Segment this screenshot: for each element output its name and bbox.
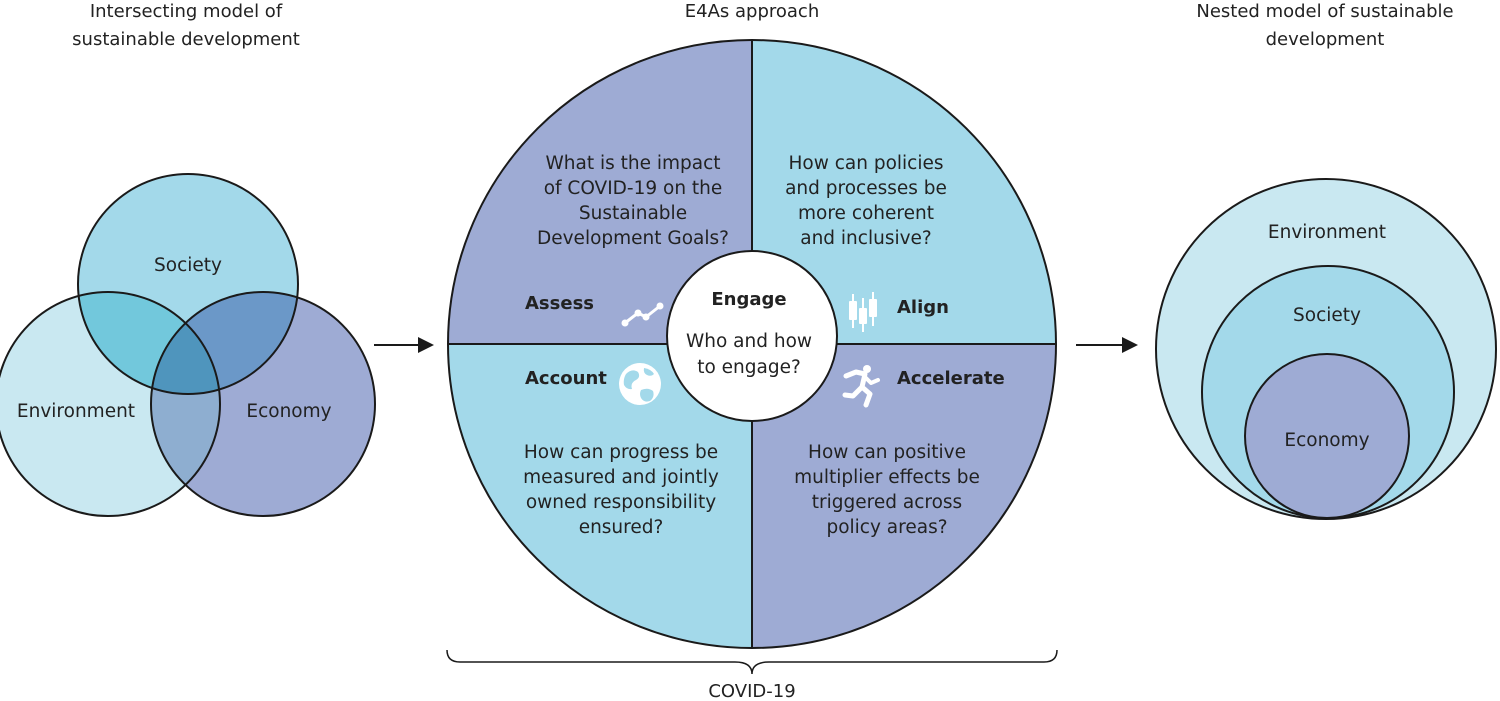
environment-label: Environment [17,401,135,422]
svg-text:multiplier effects be: multiplier effects be [794,467,980,488]
economy-label: Economy [246,401,331,422]
svg-text:Sustainable: Sustainable [579,203,687,224]
account-question: How can progress be measured and jointly… [523,442,719,538]
candlestick-icon [849,292,877,332]
svg-text:owned responsibility: owned responsibility [526,492,716,513]
engage-label: Engage [711,289,786,310]
align-label: Align [897,297,949,318]
right-title-line2: development [1266,29,1385,50]
svg-text:more coherent: more coherent [798,203,934,224]
account-label: Account [525,368,607,389]
engage-question-line1: Who and how [686,331,812,352]
svg-text:ensured?: ensured? [579,517,664,538]
big-circle-outline [447,39,1057,649]
accelerate-label: Accelerate [897,368,1005,389]
svg-text:and processes be: and processes be [785,178,947,199]
nested-model: Nested model of sustainable development … [1155,1,1497,520]
svg-text:measured and jointly: measured and jointly [523,467,719,488]
assess-question: What is the impact of COVID-19 on the Su… [537,153,729,249]
e4as-approach: E4As approach What is the impact of COVI… [446,1,1058,701]
svg-text:Development Goals?: Development Goals? [537,228,729,249]
svg-text:How can policies: How can policies [788,153,943,174]
nested-economy-label: Economy [1284,430,1369,451]
nested-society-label: Society [1293,305,1361,326]
economy-circle-outline [150,291,376,517]
svg-text:and inclusive?: and inclusive? [800,228,932,249]
align-question: How can policies and processes be more c… [785,153,947,249]
trend-line-icon [621,302,664,327]
right-title-line1: Nested model of sustainable [1196,1,1453,22]
overlap-society-environment [78,292,220,394]
left-title-line1: Intersecting model of [90,1,283,22]
covid-label: COVID-19 [708,681,795,701]
covid-bracket [446,649,1058,675]
intersecting-model: Intersecting model of sustainable develo… [0,1,376,517]
svg-text:policy areas?: policy areas? [826,517,947,538]
svg-text:What is the impact: What is the impact [545,153,720,174]
overlap-society-economy [151,292,298,394]
arrow-center-to-right [1076,337,1138,353]
center-title: E4As approach [685,1,819,22]
svg-text:triggered across: triggered across [812,492,962,513]
svg-text:of COVID-19 on the: of COVID-19 on the [544,178,723,199]
nested-environment-label: Environment [1268,222,1386,243]
accelerate-question: How can positive multiplier effects be t… [794,442,980,538]
society-label: Society [154,255,222,276]
left-title-line2: sustainable development [72,29,300,50]
environment-circle-outline [0,291,221,517]
engage-circle [666,250,838,422]
engage-question-line2: to engage? [697,357,801,378]
arrow-left-to-center [374,337,434,353]
svg-text:How can progress be: How can progress be [524,442,718,463]
assess-label: Assess [525,293,594,314]
runner-icon [842,365,880,408]
society-circle-outline [77,173,299,395]
economy-inner-circle [1244,353,1410,519]
svg-text:How can positive: How can positive [808,442,966,463]
globe-icon [619,363,661,405]
